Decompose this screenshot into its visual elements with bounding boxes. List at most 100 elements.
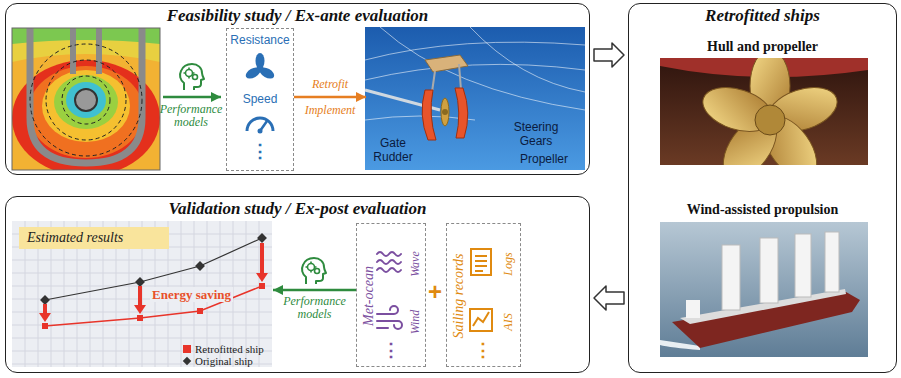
- subtitle: Hull and propeller: [629, 38, 896, 55]
- retrofit-rendering: [365, 27, 585, 170]
- ship-photo: [722, 245, 740, 310]
- retrofit-rendering: [455, 88, 468, 138]
- model-arrow: [163, 96, 221, 99]
- node-label: Steering Gears: [506, 120, 566, 148]
- chart-plot: [259, 283, 265, 289]
- chart-plot: [42, 283, 265, 329]
- node-label: Propeller: [512, 152, 576, 166]
- result-chart: Estimated resultsRetrofitted shipOrigina…: [13, 222, 273, 368]
- cfd-contour: [66, 82, 106, 118]
- data-source-box: Met-oceanWaveWind⋮: [356, 223, 426, 367]
- propeller-photo: [697, 58, 843, 165]
- propeller-icon: [257, 66, 264, 73]
- cfd-contour: [96, 28, 102, 74]
- cfd-contour: [62, 76, 110, 124]
- chart-plot: [43, 304, 47, 314]
- chart-plot: [39, 313, 51, 322]
- cfd-contour: [70, 28, 76, 74]
- wind-icon: [377, 306, 402, 329]
- retrofit-rendering: [365, 27, 585, 170]
- brain-icon: [186, 70, 193, 77]
- retrofit-rendering: [365, 27, 585, 120]
- panel: Validation study / Ex-post evaluationEst…: [5, 196, 590, 373]
- ais-icon: [473, 312, 489, 326]
- gauge-icon: [247, 118, 273, 134]
- retrofit-illustration: Steering GearsGate RudderPropeller: [366, 28, 586, 171]
- brain-icon: [302, 258, 326, 284]
- cfd-frame: [12, 28, 160, 170]
- ais-icon: [470, 309, 492, 331]
- panel-title: Validation study / Ex-post evaluation: [6, 199, 589, 219]
- block-arrow: [594, 286, 624, 310]
- brain-icon: [308, 264, 315, 271]
- wind-icon: [377, 306, 398, 314]
- cfd-contour: [30, 28, 142, 163]
- retrofit-rendering: [422, 90, 436, 140]
- cfd-contour: [30, 44, 142, 156]
- ship-photo: [760, 238, 778, 303]
- log-icon: [475, 256, 487, 271]
- cfd-contour: [75, 89, 97, 111]
- panel-title: Retrofitted ships: [629, 6, 896, 26]
- edge-label: Retrofit Implement: [298, 71, 362, 123]
- annotation: +: [426, 280, 444, 304]
- wind-icon: [377, 327, 388, 329]
- node-label: AIS: [500, 313, 514, 330]
- ais-icon: [470, 309, 492, 331]
- cfd-contour: [46, 60, 126, 140]
- cfd-contour: [42, 70, 130, 142]
- ship-photo: [660, 222, 868, 357]
- legend-item: Original ship: [183, 355, 253, 367]
- cfd-contour: [12, 60, 160, 170]
- chart-plot: [45, 286, 262, 326]
- log-icon: [471, 249, 491, 275]
- annotation: Performance models: [159, 103, 223, 129]
- chart-plot: [195, 261, 205, 271]
- chart-plot: [12, 221, 272, 367]
- brain-icon: [180, 64, 204, 90]
- retrofit-rendering: [442, 109, 448, 115]
- log-icon: [471, 249, 491, 275]
- subtitle: Wind-assisted propulsion: [629, 201, 896, 218]
- cfd-contour: [12, 28, 160, 44]
- chart-plot: [12, 221, 272, 367]
- brain-icon: [193, 75, 198, 80]
- node-label: Speed: [227, 92, 293, 107]
- block-arrow: [594, 43, 624, 67]
- panel: Retrofitted shipsHull and propellerWind-…: [628, 3, 897, 373]
- retrofit-rendering: [365, 42, 585, 60]
- panel: Feasibility study / Ex-ante evaluationRe…: [5, 3, 590, 175]
- brain-icon: [180, 64, 204, 90]
- ship-photo: [686, 300, 700, 318]
- legend-swatch: [183, 345, 191, 353]
- retrofit-rendering: [470, 27, 585, 92]
- propeller-photo: [755, 105, 785, 135]
- ship-photo: [795, 234, 811, 297]
- flow-arrow: [294, 96, 366, 99]
- node-label: Met-ocean: [361, 266, 377, 326]
- gauge-icon: [258, 129, 263, 134]
- ellipsis-mark: ⋮: [467, 340, 499, 360]
- retrofit-rendering: [441, 98, 449, 126]
- chart-plot: [12, 221, 272, 367]
- node-label: Sailing records: [451, 254, 467, 339]
- edge-label: Performance models: [279, 295, 351, 321]
- chart-plot: [260, 243, 264, 274]
- node-label: Logs: [500, 252, 514, 275]
- cfd-contour: [12, 28, 160, 62]
- legend-diamond: [183, 357, 191, 365]
- wave-icon: [377, 252, 401, 272]
- ellipsis-mark: ⋮: [227, 141, 293, 161]
- legend-label: Retrofitted ship: [195, 343, 264, 355]
- chart-plot: [138, 286, 142, 306]
- ship-photo: [825, 232, 839, 292]
- chart-plot: [40, 295, 50, 305]
- retrofit-rendering: [380, 27, 585, 110]
- chart-plot: [197, 308, 203, 314]
- chart-plot: [42, 323, 48, 329]
- brain-icon: [184, 68, 195, 79]
- node-label: Wind: [408, 310, 422, 335]
- wind-icon: [377, 321, 402, 329]
